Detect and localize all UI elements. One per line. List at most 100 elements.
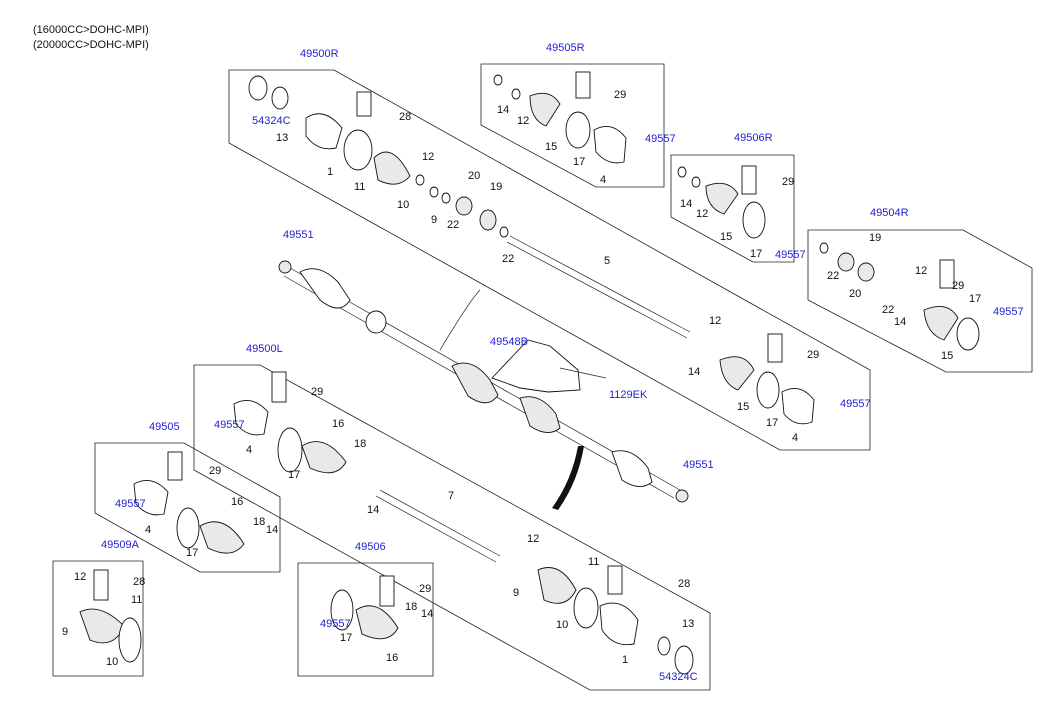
panel-49509a (52, 560, 144, 677)
nut-49551-upper (278, 260, 292, 274)
ring-17-506 (330, 589, 354, 631)
reference-label-49557[interactable]: 49557 (775, 249, 806, 261)
reference-label-49506[interactable]: 49506 (355, 541, 386, 553)
panel-49506 (297, 562, 434, 677)
part-number-label: 11 (131, 594, 142, 606)
reference-label-49557[interactable]: 49557 (645, 133, 676, 145)
reference-label-49557[interactable]: 49557 (840, 398, 871, 410)
reference-label-49505[interactable]: 49505 (149, 421, 180, 433)
assembly-panels (52, 63, 1033, 691)
part-number-label: 12 (696, 208, 708, 220)
part-number-label: 22 (827, 270, 839, 282)
reference-label-49500r[interactable]: 49500R (300, 48, 339, 60)
part-number-label: 29 (209, 465, 221, 477)
part-number-label: 20 (468, 170, 480, 182)
ring-54324c (248, 75, 268, 101)
cv-joint-1-500l (599, 602, 639, 646)
shaft-7-line-a (379, 489, 501, 557)
boot-clamp-left (365, 310, 387, 334)
part-number-label: 10 (556, 619, 568, 631)
reference-label-49500l[interactable]: 49500L (246, 343, 283, 355)
part-number-label: 1 (327, 166, 333, 178)
reference-label-49505r[interactable]: 49505R (546, 42, 585, 54)
grease-29-500r-lower (767, 333, 783, 363)
ring-11 (343, 129, 373, 171)
part-number-label: 12 (74, 571, 86, 583)
part-number-label: 11 (354, 181, 365, 193)
long-shaft-components (278, 260, 689, 503)
engine-spec-line-1: (16000CC>DOHC-MPI) (33, 24, 149, 36)
grease-28-500l (607, 565, 623, 595)
part-number-label: 1 (622, 654, 628, 666)
part-number-label: 29 (311, 386, 323, 398)
shaft-5-line-a (509, 235, 691, 333)
panel-49500l (193, 364, 711, 691)
part-number-label: 22 (447, 219, 459, 231)
reference-label-49557[interactable]: 49557 (115, 498, 146, 510)
panel-49500r (228, 69, 871, 451)
part-number-label: 17 (573, 156, 585, 168)
reference-label-49557[interactable]: 49557 (214, 419, 245, 431)
part-number-label: 17 (288, 469, 300, 481)
grease-29-506 (379, 575, 395, 607)
part-number-label: 29 (807, 349, 819, 361)
reference-label-49504r[interactable]: 49504R (870, 207, 909, 219)
part-number-label: 14 (367, 504, 379, 516)
engine-spec-header: (16000CC>DOHC-MPI) (20000CC>DOHC-MPI) (33, 24, 149, 51)
reference-label-49548b[interactable]: 49548B (490, 336, 528, 348)
part-number-label: 9 (62, 626, 68, 638)
part-number-label: 28 (678, 578, 690, 590)
part-number-label: 15 (720, 231, 732, 243)
part-number-label: 15 (545, 141, 557, 153)
part-number-label: 9 (431, 214, 437, 226)
outer-cv-joint-left (299, 268, 351, 309)
part-number-label: 4 (145, 524, 151, 536)
reference-label-54324c[interactable]: 54324C (252, 115, 291, 127)
reference-label-49551[interactable]: 49551 (683, 459, 714, 471)
part-number-label: 22 (882, 304, 894, 316)
part-number-label: 14 (688, 366, 700, 378)
shaft-7-line-b (375, 495, 497, 563)
reference-label-54324c[interactable]: 54324C (659, 671, 698, 683)
grease-29-504r (939, 259, 955, 289)
part-number-label: 15 (737, 401, 749, 413)
boot-10 (373, 151, 411, 185)
reference-label-49557[interactable]: 49557 (320, 618, 351, 630)
nut-49551-lower (675, 489, 689, 503)
ring-17-505 (176, 507, 200, 549)
part-number-label: 9 (513, 587, 519, 599)
part-number-label: 4 (792, 432, 798, 444)
ring-11-500l (573, 587, 599, 629)
part-number-label: 14 (421, 608, 433, 620)
part-number-label: 5 (604, 255, 610, 267)
reference-label-1129ek[interactable]: 1129EK (609, 389, 648, 401)
shaft-5-line-b (506, 241, 688, 339)
ring-17-500l (277, 427, 303, 473)
grease-29-505 (167, 451, 183, 481)
reference-label-49509a[interactable]: 49509A (101, 539, 140, 551)
reference-label-49506r[interactable]: 49506R (734, 132, 773, 144)
ring-17-504r (956, 317, 980, 351)
reference-label-49557[interactable]: 49557 (993, 306, 1024, 318)
ring-12-505r (511, 88, 521, 100)
part-number-label: 12 (709, 315, 721, 327)
joint-20-504r (837, 252, 855, 272)
part-number-label: 28 (133, 576, 145, 588)
direction-arc (552, 446, 584, 510)
part-number-label: 17 (969, 293, 981, 305)
part-number-label: 12 (527, 533, 539, 545)
panel-49504r (807, 229, 1033, 373)
panel-49505 (94, 442, 281, 573)
boot-15-506r (705, 182, 739, 215)
other-panel-parts (79, 71, 980, 675)
part-number-label: 16 (231, 496, 243, 508)
part-number-label: 29 (419, 583, 431, 595)
part-number-label: 12 (517, 115, 529, 127)
ring-17-500r-lower (756, 371, 780, 409)
cv-joint-4-500r-lower (781, 387, 815, 425)
part-number-label: 18 (405, 601, 417, 613)
reference-label-49551[interactable]: 49551 (283, 229, 314, 241)
part-number-label: 13 (276, 132, 288, 144)
